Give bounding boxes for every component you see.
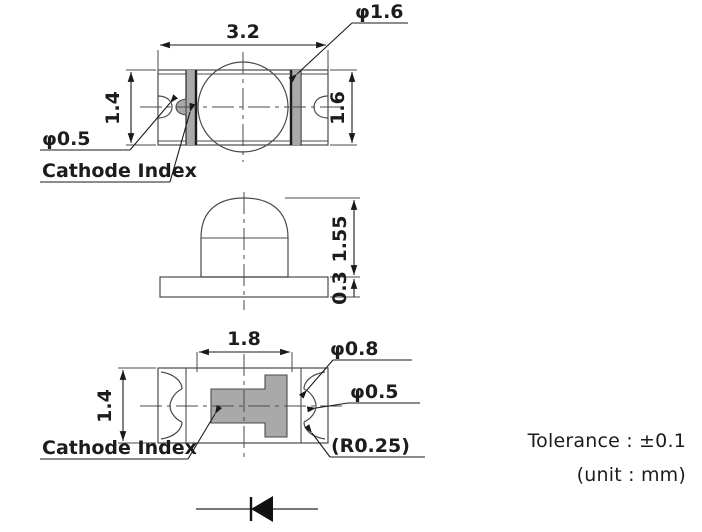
callout-label-cathode-index-bottom: Cathode Index	[42, 437, 197, 459]
callout-cathode-index-bottom: Cathode Index	[40, 404, 223, 460]
bottom-view: 1.8 1.4	[40, 328, 425, 460]
dimension-label-1-4-bottom: 1.4	[94, 389, 116, 423]
left-side-notch	[157, 95, 173, 119]
callout-label-phi-0-5-top: φ0.5	[42, 128, 91, 150]
dimension-top-width: 3.2	[157, 21, 329, 72]
callout-side-notch-diameter: φ0.5	[306, 381, 420, 413]
dimension-body-height: 1.55	[285, 197, 360, 278]
dimension-label-1-8: 1.8	[227, 328, 261, 350]
tolerance-note: Tolerance : ±0.1	[527, 430, 686, 452]
callout-notch-diameter: φ0.5	[40, 94, 179, 151]
dimension-label-1-55: 1.55	[329, 216, 351, 263]
callout-corner-radius: (R0.25)	[304, 424, 425, 458]
dimension-label-1-6: 1.6	[327, 91, 349, 125]
callout-corner-cut-diameter: φ0.8	[298, 338, 412, 399]
callout-lens-diameter: φ1.6	[288, 1, 408, 83]
top-view: 3.2	[40, 1, 408, 183]
callout-label-phi-0-8: φ0.8	[330, 338, 379, 360]
notes-block: Tolerance : ±0.1 (unit : mm)	[528, 424, 686, 492]
callout-label-r0-25: (R0.25)	[331, 435, 410, 457]
diode-symbol	[196, 496, 318, 522]
unit-note: (unit : mm)	[576, 464, 686, 486]
side-view: 1.55 0.3	[159, 192, 360, 310]
dimension-bottom-height-left: 1.4	[94, 367, 156, 444]
dimension-label-3-2: 3.2	[226, 21, 260, 43]
dimension-top-height-left: 1.4	[102, 69, 156, 146]
dimension-label-0-3: 0.3	[329, 271, 351, 305]
dimension-top-height-right: 1.6	[327, 69, 357, 146]
diode-triangle-icon	[251, 496, 273, 522]
dimension-base-thickness: 0.3	[329, 271, 360, 305]
callout-cathode-index-top: Cathode Index	[40, 102, 197, 183]
callout-label-phi-0-5-bottom: φ0.5	[350, 381, 399, 403]
dimension-label-1-4-top: 1.4	[102, 91, 124, 125]
dimension-pad-span: 1.8	[196, 328, 293, 372]
callout-label-phi-1-6: φ1.6	[355, 1, 404, 23]
callout-label-cathode-index-top: Cathode Index	[42, 160, 197, 182]
